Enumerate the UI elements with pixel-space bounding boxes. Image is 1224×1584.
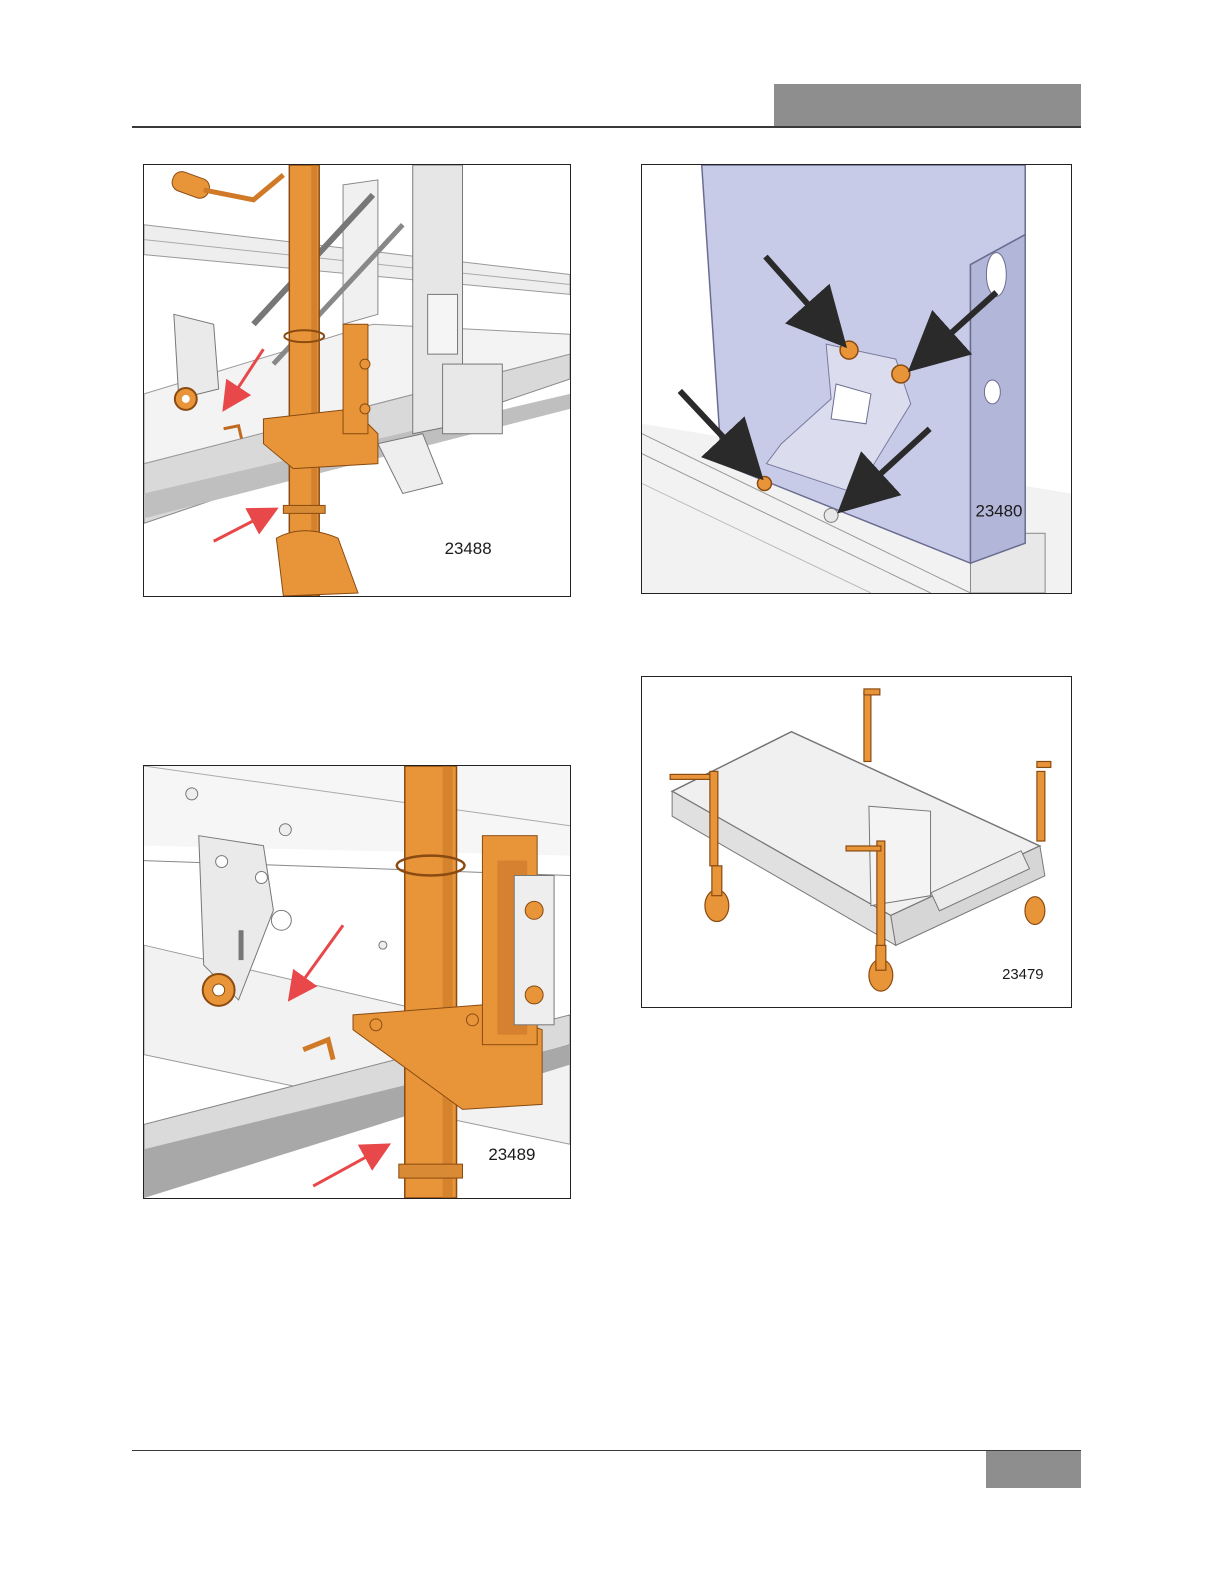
figure-23489-illustration: 23489 [144, 766, 570, 1198]
header-tab [774, 84, 1081, 126]
header-rule [132, 126, 1081, 128]
figure-number: 23488 [445, 539, 492, 558]
figure-number: 23489 [488, 1145, 535, 1164]
footer-tab [986, 1451, 1081, 1488]
figure-number: 23479 [1002, 967, 1043, 983]
figure-23479-illustration: 23479 [642, 677, 1071, 1007]
figure-23488-illustration: 23488 [144, 165, 570, 596]
figure-23480-illustration: 23480 [642, 165, 1071, 593]
footer-rule [132, 1450, 1081, 1451]
figure-23489: 23489 [143, 765, 571, 1199]
figure-23480: 23480 [641, 164, 1072, 594]
figure-23479: 23479 [641, 676, 1072, 1008]
figure-23488: 23488 [143, 164, 571, 597]
figure-number: 23480 [975, 501, 1022, 520]
